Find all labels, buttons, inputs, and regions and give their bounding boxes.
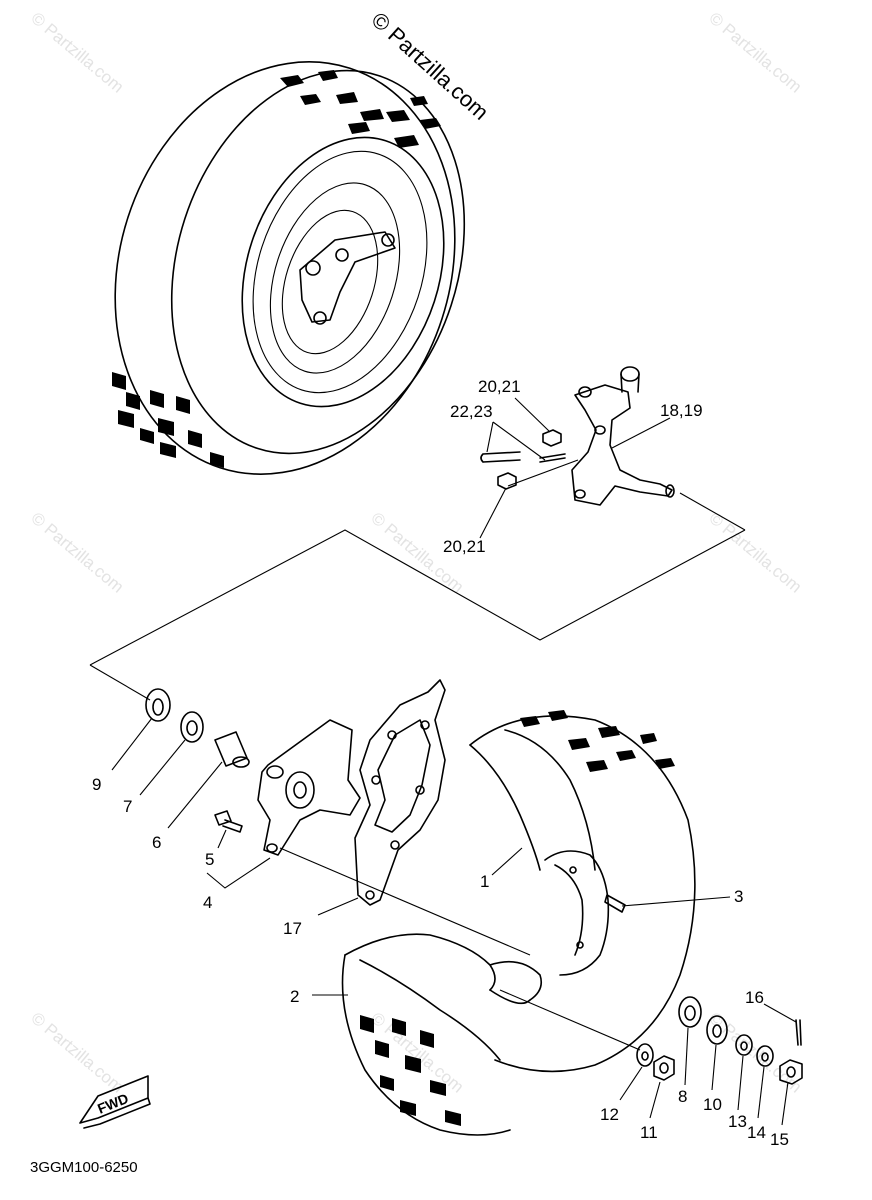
label-14: 14 <box>747 1123 766 1142</box>
label-8: 8 <box>678 1087 687 1106</box>
label-3: 3 <box>734 887 743 906</box>
collar-13 <box>735 1034 753 1056</box>
watermark-tl: © Partzilla.com <box>27 9 127 97</box>
rim-bolt-line <box>499 989 641 1051</box>
valve-stem-3 <box>604 894 626 913</box>
watermark-ml: © Partzilla.com <box>27 509 127 597</box>
bearing-9 <box>145 688 171 722</box>
knuckle-hardware <box>480 429 566 490</box>
callout-leaders <box>111 717 797 1126</box>
bearing-10 <box>706 1015 728 1045</box>
knuckle-leaders <box>479 397 671 539</box>
label-20-21-bottom: 20,21 <box>443 537 486 556</box>
stud-5 <box>214 810 243 833</box>
label-4: 4 <box>203 893 212 912</box>
castle-nut-15 <box>779 1059 803 1085</box>
axle-reference-box <box>89 492 746 701</box>
label-9: 9 <box>92 775 101 794</box>
spacer-6 <box>214 731 250 768</box>
label-22-23: 22,23 <box>450 402 493 421</box>
label-17: 17 <box>283 919 302 938</box>
assembled-wheel <box>112 61 466 475</box>
nut-11 <box>653 1055 675 1081</box>
washer-14 <box>756 1045 774 1067</box>
label-2: 2 <box>290 987 299 1006</box>
label-20-21-top: 20,21 <box>478 377 521 396</box>
steering-knuckle <box>571 366 675 506</box>
label-15: 15 <box>770 1130 789 1149</box>
washer-12 <box>636 1043 654 1067</box>
tire-half-inner-2 <box>341 933 543 1136</box>
label-1: 1 <box>480 872 489 891</box>
watermark-bl: © Partzilla.com <box>27 1009 127 1097</box>
label-5: 5 <box>205 850 214 869</box>
watermark-main: © Partzilla.com <box>367 7 494 125</box>
watermark-mr: © Partzilla.com <box>705 509 805 597</box>
watermark-tr: © Partzilla.com <box>705 9 805 97</box>
label-16: 16 <box>745 988 764 1007</box>
bearing-7 <box>180 711 204 743</box>
label-18-19: 18,19 <box>660 401 703 420</box>
brake-disc-17 <box>354 679 446 906</box>
label-6: 6 <box>152 833 161 852</box>
label-12: 12 <box>600 1105 619 1124</box>
label-10: 10 <box>703 1095 722 1114</box>
hub-axle-line <box>279 847 531 956</box>
diagram-code: 3GGM100-6250 <box>30 1159 138 1176</box>
hub-4 <box>257 719 361 856</box>
label-13: 13 <box>728 1112 747 1131</box>
label-7: 7 <box>123 797 132 816</box>
cotter-pin-16 <box>795 1019 802 1046</box>
callout-labels: 20,21 22,23 18,19 20,21 9 7 6 5 4 17 1 3… <box>92 377 789 1149</box>
label-11: 11 <box>640 1123 658 1142</box>
bearing-8 <box>678 996 702 1028</box>
tire-half-outer-1 <box>469 710 696 1073</box>
